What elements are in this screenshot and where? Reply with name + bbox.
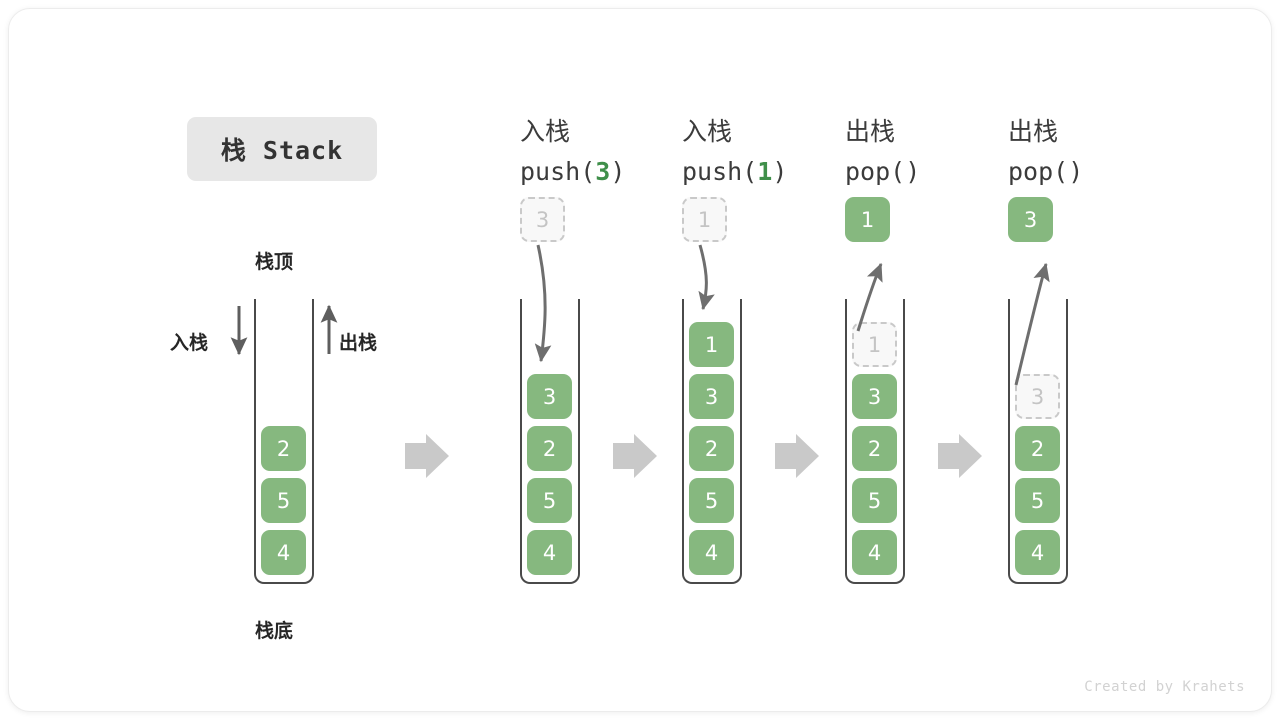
diagram-stage: 栈 Stack 入栈 push(3) 入栈 push(1) 出栈 pop() 出…	[9, 9, 1271, 711]
stack-walls-push-3	[520, 299, 580, 584]
title-badge: 栈 Stack	[187, 117, 377, 181]
stack-node-pop2-0: 2	[1015, 426, 1060, 471]
stack-node-push1-0: 1	[689, 322, 734, 367]
code-suffix-pop-1: )	[905, 157, 921, 186]
footer-credit: Created by Krahets	[1084, 679, 1245, 695]
stack-container-pop-2	[1008, 299, 1068, 584]
label-stack-bottom: 栈底	[255, 620, 294, 642]
stack-node-pop1-1: 2	[852, 426, 897, 471]
code-prefix-pop-2: pop(	[1008, 157, 1069, 186]
label-pop-side: 出栈	[339, 332, 378, 354]
stack-node-pop1-2: 5	[852, 478, 897, 523]
label-stack-top: 栈顶	[255, 251, 294, 273]
code-prefix-push-1: push(	[682, 157, 758, 186]
label-push-side: 入栈	[170, 332, 209, 354]
column-header-pop-2: 出栈 pop()	[1008, 112, 1083, 192]
diagram-card: 栈 Stack 入栈 push(3) 入栈 push(1) 出栈 pop() 出…	[8, 8, 1272, 712]
column-header-pop-1: 出栈 pop()	[845, 112, 920, 192]
stack-node-pop1-0: 3	[852, 374, 897, 419]
code-arg-push-1: 1	[757, 157, 773, 186]
stack-node-initial-0: 2	[261, 426, 306, 471]
title-badge-label: 栈 Stack	[220, 136, 344, 165]
step-arrow-3	[775, 434, 819, 478]
floating-node-pop-2: 3	[1008, 197, 1053, 242]
stack-node-push1-1: 3	[689, 374, 734, 419]
stack-node-push3-1: 2	[527, 426, 572, 471]
ghost-node-pop-2: 3	[1015, 374, 1060, 419]
step-arrow-4	[938, 434, 982, 478]
column-header-code-pop-2: pop()	[1008, 152, 1083, 192]
stack-walls-pop-1	[845, 299, 905, 584]
ghost-node-pop-1: 1	[852, 322, 897, 367]
step-arrow-2	[613, 434, 657, 478]
column-header-cn-push-3: 入栈	[520, 117, 571, 146]
stack-walls-initial	[254, 299, 314, 584]
stack-node-push1-2: 2	[689, 426, 734, 471]
floating-node-push-1: 1	[682, 197, 727, 242]
floating-node-push-3: 3	[520, 197, 565, 242]
floating-node-pop-1: 1	[845, 197, 890, 242]
stack-node-push1-4: 4	[689, 530, 734, 575]
stack-node-initial-1: 5	[261, 478, 306, 523]
stack-walls-push-1	[682, 299, 742, 584]
code-arg-push-3: 3	[595, 157, 611, 186]
stack-node-pop2-2: 4	[1015, 530, 1060, 575]
column-header-cn-pop-1: 出栈	[845, 117, 896, 146]
column-header-push-3: 入栈 push(3)	[520, 112, 625, 192]
stack-node-push3-0: 3	[527, 374, 572, 419]
code-suffix-push-3: )	[610, 157, 626, 186]
stack-node-push3-3: 4	[527, 530, 572, 575]
column-header-code-pop-1: pop()	[845, 152, 920, 192]
stack-container-initial	[254, 299, 314, 584]
code-prefix-pop-1: pop(	[845, 157, 906, 186]
column-header-code-push-1: push(1)	[682, 152, 787, 192]
stack-node-initial-2: 4	[261, 530, 306, 575]
column-header-push-1: 入栈 push(1)	[682, 112, 787, 192]
stack-container-push-1	[682, 299, 742, 584]
stack-node-push3-2: 5	[527, 478, 572, 523]
stack-node-pop2-1: 5	[1015, 478, 1060, 523]
code-suffix-pop-2: )	[1068, 157, 1084, 186]
column-header-code-push-3: push(3)	[520, 152, 625, 192]
stack-container-pop-1	[845, 299, 905, 584]
step-arrow-1	[405, 434, 449, 478]
stack-walls-pop-2	[1008, 299, 1068, 584]
stack-node-push1-3: 5	[689, 478, 734, 523]
column-header-cn-pop-2: 出栈	[1008, 117, 1059, 146]
code-suffix-push-1: )	[772, 157, 788, 186]
code-prefix-push-3: push(	[520, 157, 596, 186]
stack-node-pop1-3: 4	[852, 530, 897, 575]
stack-container-push-3	[520, 299, 580, 584]
column-header-cn-push-1: 入栈	[682, 117, 733, 146]
